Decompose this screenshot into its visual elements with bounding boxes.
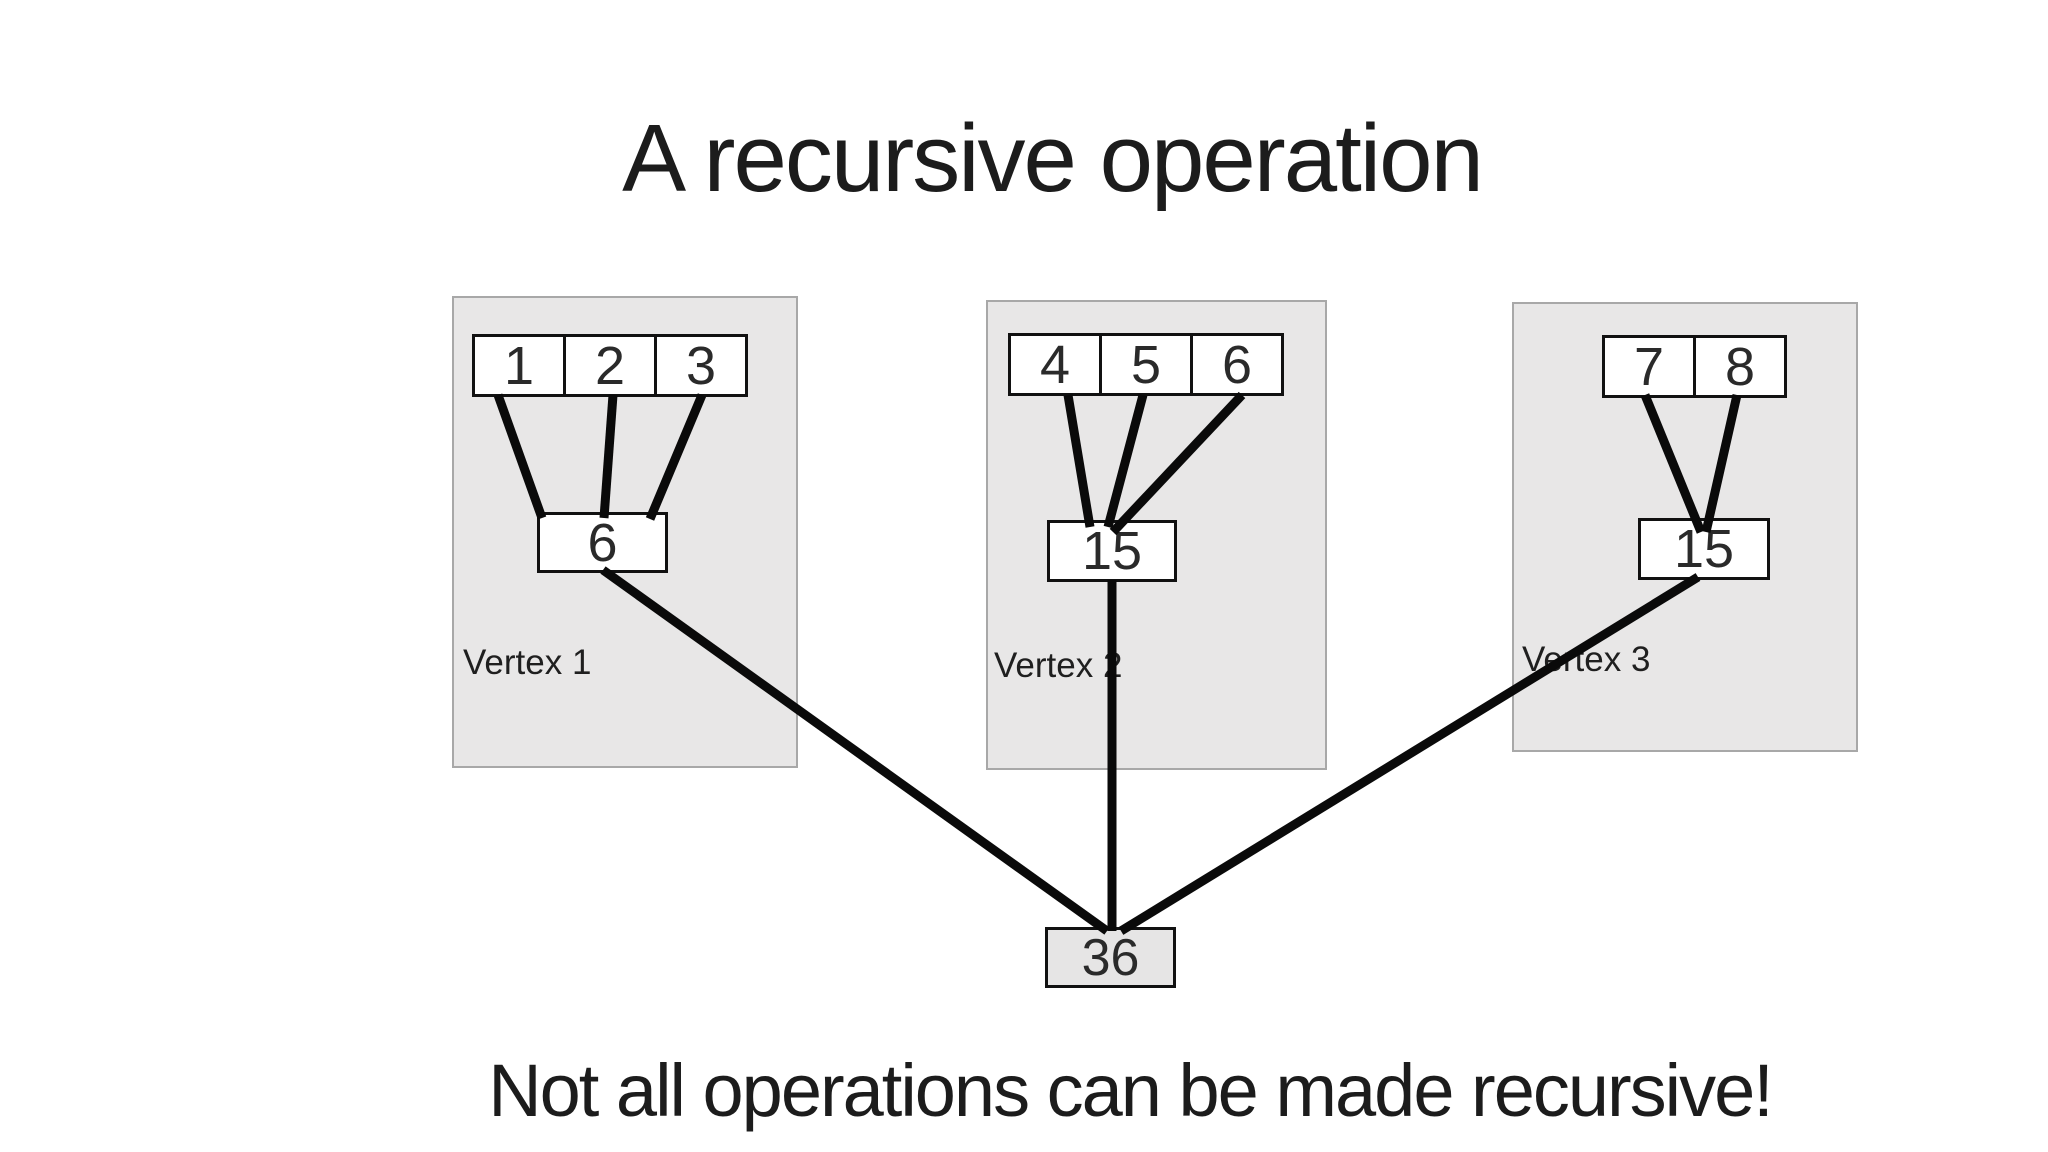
- array-cell: 1: [472, 334, 566, 397]
- vertex-3-label: Vertex 3: [1522, 640, 1651, 679]
- vertex-1-label: Vertex 1: [463, 643, 592, 682]
- vertex-2-sum-box: 15: [1047, 520, 1177, 582]
- vertex-3-array: 7 8: [1602, 335, 1787, 398]
- footer-text: Not all operations can be made recursive…: [488, 1049, 1774, 1132]
- root-total-box: 36: [1045, 927, 1176, 988]
- array-cell: 6: [1190, 333, 1284, 396]
- vertex-3-sum-box: 15: [1638, 518, 1770, 580]
- array-cell: 3: [654, 334, 748, 397]
- array-cell: 4: [1008, 333, 1102, 396]
- array-cell: 7: [1602, 335, 1696, 398]
- vertex-2-array: 4 5 6: [1008, 333, 1284, 396]
- vertex-1-array: 1 2 3: [472, 334, 748, 397]
- vertex-2-label: Vertex 2: [994, 646, 1123, 685]
- array-cell: 8: [1693, 335, 1787, 398]
- array-cell: 5: [1099, 333, 1193, 396]
- vertex-1-sum-box: 6: [537, 512, 668, 573]
- slide-title: A recursive operation: [622, 105, 1484, 212]
- array-cell: 2: [563, 334, 657, 397]
